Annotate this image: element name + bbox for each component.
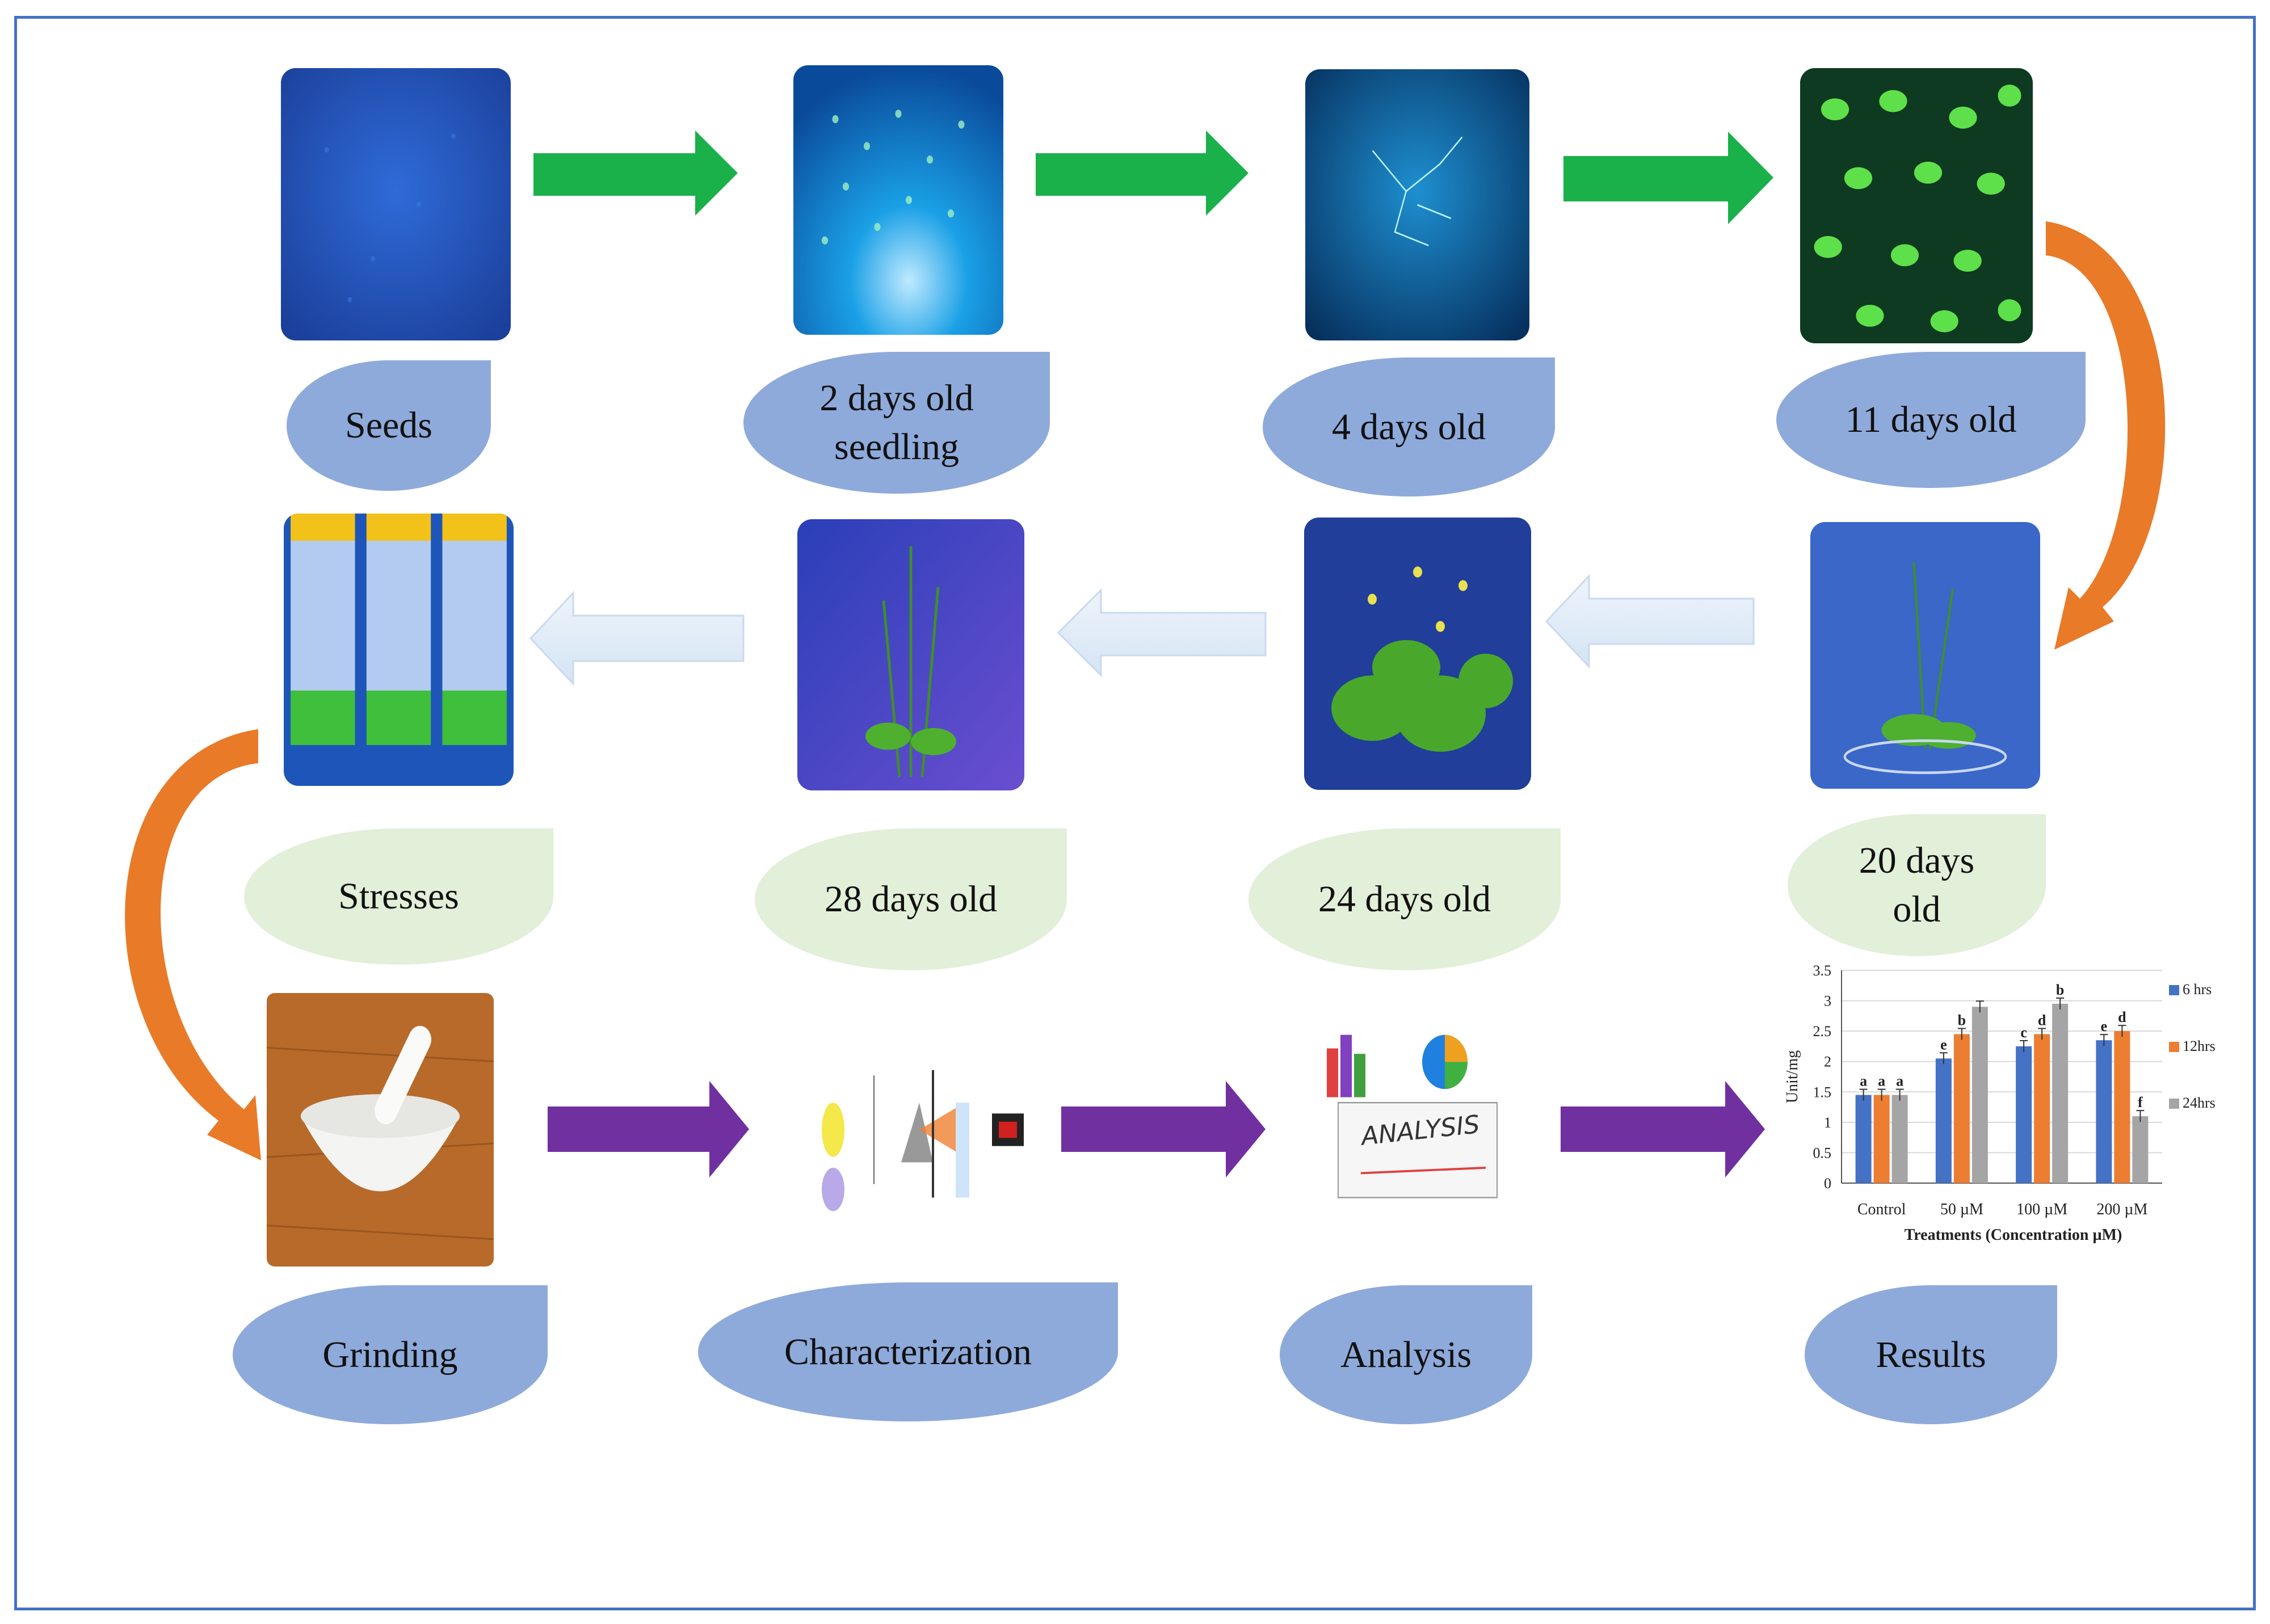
label-28-days: 28 days old bbox=[755, 828, 1067, 970]
legend-swatch bbox=[2169, 1099, 2179, 1109]
purple-arrow-1 bbox=[548, 1081, 749, 1177]
x-tick-label: 200 µM bbox=[2096, 1201, 2147, 1218]
significance-letter: b bbox=[2056, 982, 2064, 998]
purple-arrow-3 bbox=[1561, 1081, 1765, 1177]
bar bbox=[2096, 1040, 2112, 1183]
diagram-frame bbox=[14, 16, 2256, 1610]
28-days-old-photo bbox=[797, 519, 1024, 790]
mortar-pestle-photo bbox=[267, 993, 494, 1267]
y-tick-label: 1.5 bbox=[1813, 1084, 1832, 1100]
light-arrow-1 bbox=[529, 591, 745, 686]
green-arrow-3 bbox=[1563, 132, 1773, 224]
bar bbox=[1891, 1095, 1908, 1183]
label-20-days: 20 days old bbox=[1788, 814, 2046, 956]
significance-letter: e bbox=[1940, 1036, 1947, 1053]
label-stresses: Stresses bbox=[244, 828, 553, 965]
label-20-days-line1: 20 days bbox=[1859, 840, 1975, 882]
label-results: Results bbox=[1805, 1285, 2057, 1424]
bar bbox=[1953, 1034, 1970, 1183]
bar bbox=[2052, 1003, 2069, 1183]
bar bbox=[2016, 1046, 2032, 1183]
light-arrow-3 bbox=[1545, 574, 1755, 669]
label-20-days-line2: old bbox=[1893, 889, 1941, 930]
legend-label: 6 hrs bbox=[2183, 981, 2212, 998]
y-tick-label: 3.5 bbox=[1813, 962, 1832, 979]
11-days-old-photo bbox=[1800, 68, 2033, 343]
label-grinding-text: Grinding bbox=[322, 1333, 458, 1375]
label-results-text: Results bbox=[1876, 1333, 1986, 1375]
green-arrow-2 bbox=[1036, 131, 1248, 216]
bar bbox=[1971, 1007, 1988, 1183]
label-11-days-text: 11 days old bbox=[1845, 399, 2017, 441]
y-tick-label: 0.5 bbox=[1813, 1145, 1832, 1161]
legend-label: 12hrs bbox=[2183, 1038, 2216, 1054]
label-2-days-line2: seedling bbox=[834, 426, 959, 468]
24-days-old-photo bbox=[1304, 518, 1531, 790]
4-days-old-photo bbox=[1305, 69, 1529, 340]
label-grinding: Grinding bbox=[233, 1285, 548, 1424]
significance-letter: f bbox=[2138, 1094, 2143, 1110]
label-24-days-text: 24 days old bbox=[1318, 878, 1491, 920]
2-days-seedling-photo bbox=[793, 65, 1003, 335]
label-seeds: Seeds bbox=[287, 360, 491, 491]
label-2-days-line1: 2 days old bbox=[819, 377, 974, 419]
label-stresses-text: Stresses bbox=[338, 876, 459, 918]
y-axis-label: Unit/mg bbox=[1784, 1050, 1801, 1103]
legend-swatch bbox=[2169, 985, 2179, 995]
label-24-days: 24 days old bbox=[1248, 828, 1561, 970]
stresses-photo bbox=[284, 514, 514, 786]
y-tick-label: 1 bbox=[1824, 1114, 1831, 1131]
legend-label: 24hrs bbox=[2183, 1095, 2216, 1111]
x-tick-label: 100 µM bbox=[2016, 1201, 2067, 1218]
x-axis-label: Treatments (Concentration µM) bbox=[1905, 1226, 2122, 1244]
x-tick-label: 50 µM bbox=[1940, 1201, 1983, 1218]
label-28-days-text: 28 days old bbox=[824, 878, 998, 920]
legend-swatch bbox=[2169, 1042, 2179, 1052]
seeds-photo bbox=[281, 68, 511, 340]
significance-letter: e bbox=[2101, 1018, 2108, 1034]
label-analysis: Analysis bbox=[1280, 1285, 1532, 1424]
bar bbox=[2132, 1116, 2149, 1183]
significance-letter: c bbox=[2020, 1024, 2027, 1041]
significance-letter: d bbox=[2118, 1009, 2126, 1025]
label-4-days-text: 4 days old bbox=[1331, 406, 1486, 448]
spectrophotometer-diagram bbox=[806, 994, 1033, 1265]
significance-letter: b bbox=[1958, 1012, 1966, 1029]
bar bbox=[2034, 1034, 2050, 1183]
y-tick-label: 2 bbox=[1824, 1054, 1831, 1070]
label-characterization: Characterization bbox=[698, 1282, 1118, 1421]
analysis-illustration: ANALYSIS bbox=[1304, 994, 1531, 1265]
bar bbox=[1855, 1095, 1872, 1183]
label-4-days: 4 days old bbox=[1263, 357, 1555, 497]
bar bbox=[1873, 1095, 1890, 1183]
y-tick-label: 0 bbox=[1824, 1175, 1831, 1192]
label-analysis-text: Analysis bbox=[1340, 1333, 1472, 1375]
y-tick-label: 3 bbox=[1824, 993, 1831, 1009]
label-2-days: 2 days old seedling bbox=[743, 352, 1050, 494]
20-days-old-photo bbox=[1810, 522, 2040, 789]
y-tick-label: 2.5 bbox=[1813, 1023, 1832, 1040]
light-arrow-2 bbox=[1057, 588, 1267, 678]
significance-letter: a bbox=[1896, 1073, 1903, 1089]
significance-letter: a bbox=[1860, 1073, 1867, 1089]
orange-curved-arrow-left bbox=[125, 729, 261, 1160]
x-tick-label: Control bbox=[1857, 1201, 1906, 1218]
significance-letter: d bbox=[2038, 1012, 2046, 1029]
bar bbox=[1935, 1058, 1952, 1183]
label-characterization-text: Characterization bbox=[784, 1331, 1032, 1373]
significance-letter: a bbox=[1878, 1073, 1885, 1089]
bar bbox=[2114, 1031, 2130, 1183]
purple-arrow-2 bbox=[1061, 1081, 1266, 1177]
label-11-days: 11 days old bbox=[1776, 352, 2086, 488]
label-seeds-text: Seeds bbox=[345, 405, 432, 447]
green-arrow-1 bbox=[533, 131, 738, 216]
orange-curved-arrow-right bbox=[2046, 221, 2166, 650]
